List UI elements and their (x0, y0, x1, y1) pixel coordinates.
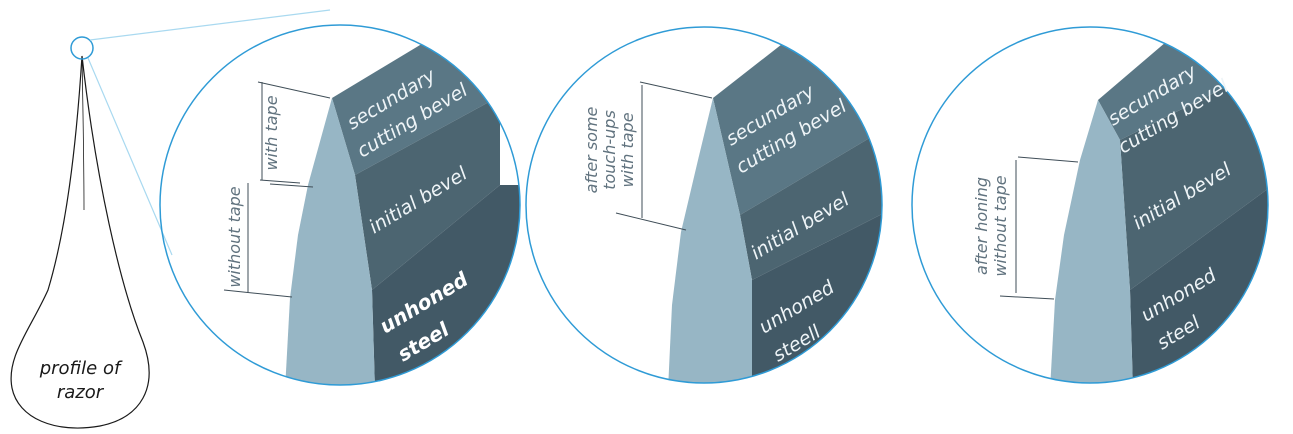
zoom-circle-2 (525, 26, 883, 384)
callout-line-bottom (87, 57, 173, 256)
secondary-bevel-1 (332, 36, 500, 175)
zoom-panel-3: after honing without tape secundary cutt… (911, 26, 1269, 384)
blade-edge-2 (668, 98, 752, 383)
razor-profile-outline (10, 55, 150, 429)
blade-edge-3 (1050, 100, 1133, 383)
dim-label-touch-ups: touch-ups (600, 110, 619, 190)
zoom-panel-1: with tape without tape secundary cutting… (159, 24, 521, 386)
dimensions-3 (999, 156, 1079, 300)
initial-bevel-2 (740, 120, 882, 280)
zoom-circle-1 (159, 24, 521, 386)
dim-label-with-tape: with tape (262, 95, 281, 170)
razor-profile: profile of razor (10, 36, 150, 429)
profile-label-line2: razor (57, 382, 105, 403)
initial-bevel-1 (355, 96, 500, 290)
initial-bevel-3 (1120, 60, 1268, 290)
dim-label-with-tape-2: with tape (618, 112, 637, 187)
razor-centerline (81, 55, 85, 211)
zoom-origin-circle (70, 36, 94, 60)
zoom-circle-3 (911, 26, 1269, 384)
dim-label-after-honing: after honing (972, 177, 991, 275)
dimensions-1 (223, 81, 331, 298)
blade-edge-1 (285, 98, 375, 385)
callout-line-top (89, 9, 331, 41)
dimensions-2 (615, 81, 713, 231)
zoom-panel-2: after some touch-ups with tape secundary… (525, 26, 883, 384)
profile-label-line1: profile of (39, 358, 123, 379)
dim-label-without-tape-3: without tape (991, 175, 1010, 276)
dim-label-without-tape: without tape (225, 186, 244, 287)
dim-label-after-some: after some (582, 106, 601, 193)
